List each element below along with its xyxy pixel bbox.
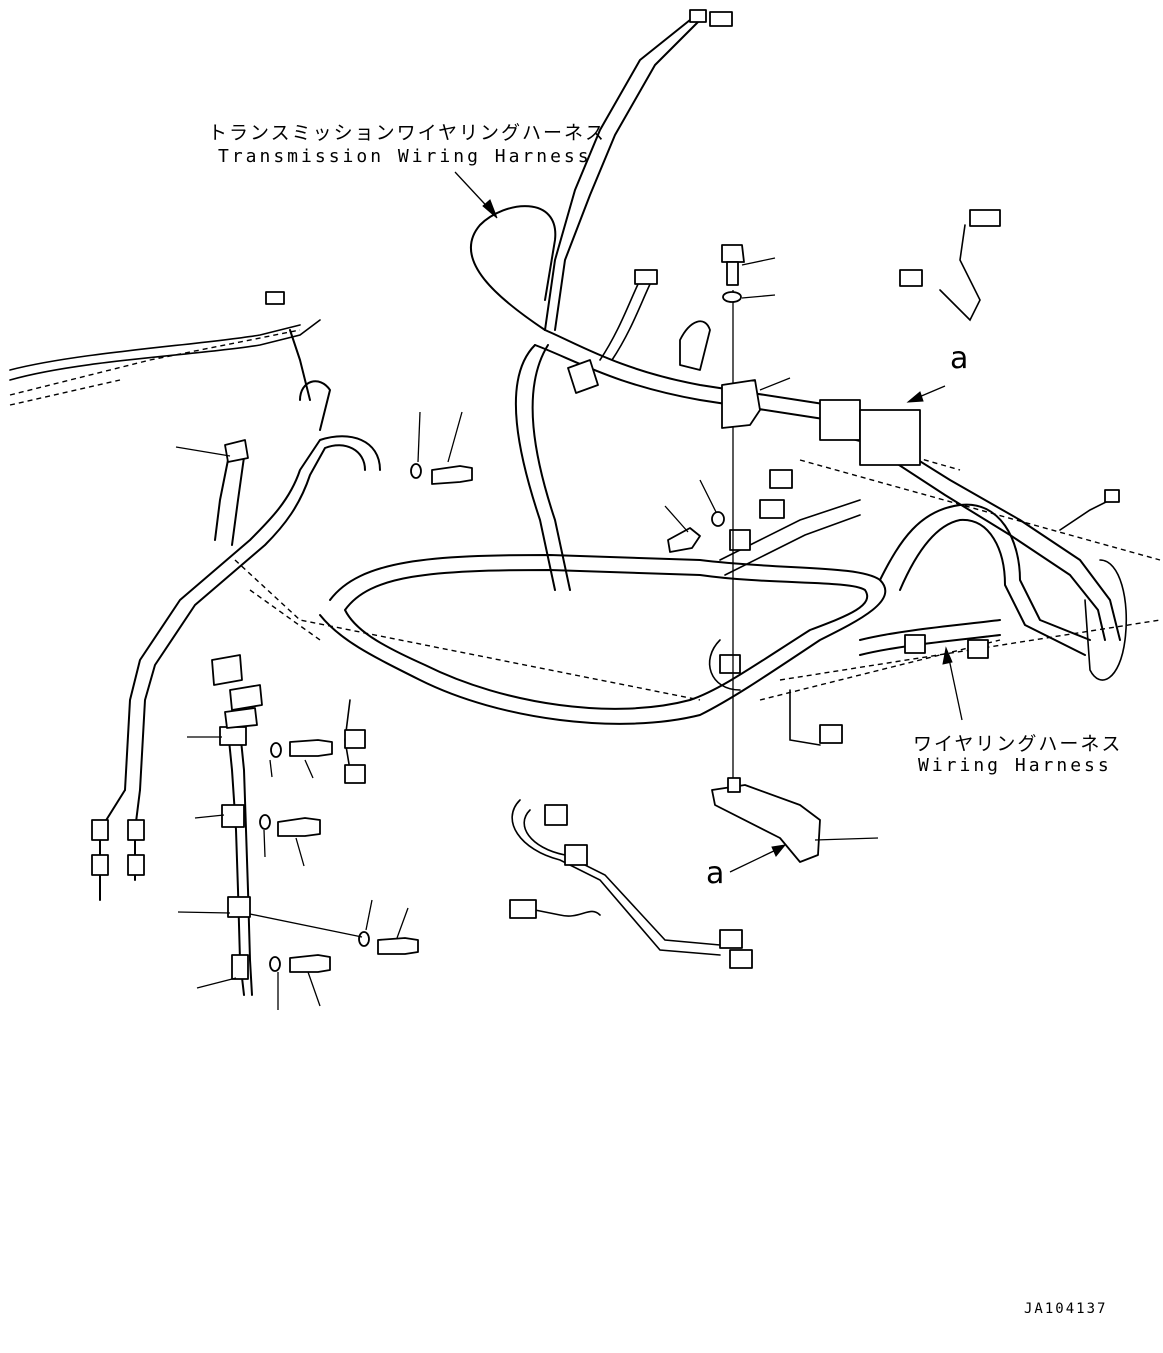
left-harness-branch (9, 291, 381, 901)
transmission-harness-label-jp: トランスミッションワイヤリングハーネス (208, 122, 607, 144)
reference-a-top: a (950, 341, 969, 376)
transmission-harness-label-en: Transmission Wiring Harness (218, 146, 592, 167)
callout-arrows (454, 171, 963, 873)
wiring-harness-label-jp: ワイヤリングハーネス (913, 733, 1123, 755)
lower-harness-clamps (211, 654, 263, 996)
main-wiring-harness (319, 404, 1128, 725)
bracket-assembly (711, 244, 879, 863)
wiring-harness-label-en: Wiring Harness (918, 755, 1112, 776)
transmission-wiring-harness (469, 19, 831, 591)
reference-a-bottom: a (706, 856, 725, 891)
leader-lines (175, 411, 717, 1010)
central-connectors (344, 9, 1120, 969)
drawing-code: JA104137 (1024, 1301, 1108, 1317)
bolts-and-washers (259, 463, 725, 973)
